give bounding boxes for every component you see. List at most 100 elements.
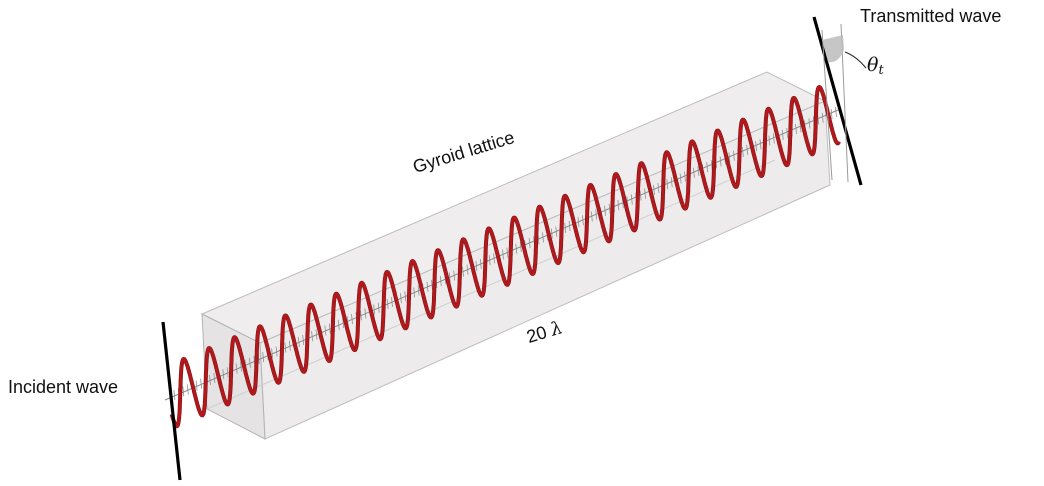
axis-tick — [400, 293, 402, 304]
axis-tick — [528, 238, 531, 249]
axis-tick — [755, 141, 757, 152]
axis-tick — [728, 152, 731, 163]
axis-tick — [448, 272, 451, 283]
axis-tick — [821, 112, 824, 123]
axis-tick — [404, 291, 407, 302]
axis-tick — [666, 179, 669, 190]
axis-tick — [337, 319, 340, 330]
angle-arc-shade — [822, 35, 844, 63]
axis-tick — [759, 139, 762, 150]
axis-tick — [222, 369, 225, 380]
propagation-axis — [164, 109, 839, 401]
axis-tick — [342, 317, 345, 328]
axis-tick — [195, 380, 198, 391]
axis-tick — [542, 232, 544, 243]
axis-tick — [417, 285, 420, 296]
axis-tick — [582, 215, 584, 226]
axis-tick — [515, 243, 518, 254]
axis-tick — [213, 372, 216, 384]
axis-tick — [679, 173, 682, 184]
axis-tick — [200, 378, 202, 389]
axis-tick — [439, 276, 442, 287]
axis-tick — [262, 352, 265, 363]
axis-tick — [741, 146, 744, 157]
transmission-angle-label: θt — [867, 54, 884, 78]
axis-tick — [453, 270, 456, 281]
transmitted-wave-label: Transmitted wave — [860, 6, 1002, 26]
axis-tick — [693, 167, 695, 178]
transmitted-wave-curve — [170, 85, 841, 428]
exit-interface-line — [812, 16, 863, 186]
axis-tick — [564, 222, 567, 233]
axis-tick — [271, 348, 273, 359]
axis-tick — [426, 281, 429, 292]
axis-tick — [209, 374, 211, 385]
axis-tick — [644, 188, 646, 199]
axis-tick — [502, 249, 504, 260]
axis-tick — [577, 217, 580, 228]
axis-tick — [466, 264, 469, 275]
axis-tick — [653, 184, 655, 195]
axis-tick — [733, 150, 735, 161]
axis-tick — [590, 211, 593, 222]
axis-tick — [284, 342, 287, 353]
angle-leader-line — [844, 51, 867, 69]
axis-tick — [360, 310, 362, 321]
axis-tick — [235, 363, 238, 374]
axis-tick — [746, 144, 749, 156]
axis-tick — [240, 361, 242, 372]
axis-tick — [706, 162, 709, 173]
axis-tick — [617, 200, 620, 211]
axis-tick — [173, 390, 176, 401]
theta-subscript: t — [878, 63, 884, 78]
axis-tick — [324, 325, 327, 336]
axis-tick — [830, 108, 833, 119]
axis-tick — [182, 386, 185, 397]
axis-tick — [328, 323, 331, 334]
axis-tick — [630, 194, 633, 205]
axis-tick — [781, 129, 784, 140]
axis-tick — [795, 124, 797, 135]
axis-tick — [493, 253, 495, 264]
axis-tick — [386, 298, 389, 309]
axis-tick — [488, 255, 491, 266]
axis-tick — [595, 209, 598, 220]
axis-tick — [373, 304, 376, 315]
axis-tick — [670, 177, 673, 188]
axis-tick — [302, 334, 305, 346]
axis-tick — [772, 133, 775, 144]
normal-line — [821, 29, 833, 181]
axis-tick — [639, 190, 642, 201]
axis-tick — [315, 329, 318, 340]
axis-tick — [479, 258, 482, 270]
axis-tick — [657, 182, 660, 194]
axis-tick — [462, 266, 464, 277]
incident-interface-line — [161, 321, 182, 481]
axis-tick — [475, 260, 478, 271]
axis-tick — [555, 226, 558, 237]
axis-tick — [186, 384, 189, 395]
axis-tick — [297, 336, 300, 347]
axis-tick — [604, 205, 606, 216]
axis-tick — [226, 367, 229, 378]
axis-tick — [684, 171, 686, 182]
axis-tick — [249, 357, 251, 368]
axis-tick — [719, 156, 722, 167]
incident-wave-label: Incident wave — [8, 377, 119, 397]
theta-symbol: θ — [867, 54, 879, 76]
axis-tick — [786, 127, 789, 138]
axis-tick — [413, 287, 416, 298]
axis-tick — [519, 241, 522, 252]
axis-tick — [377, 302, 380, 313]
axis-tick — [808, 118, 811, 129]
axis-tick — [799, 122, 802, 133]
axis-tick — [351, 314, 353, 325]
axis-tick — [550, 228, 553, 239]
axis-tick — [697, 165, 700, 176]
axis-tick — [768, 135, 771, 146]
axis-tick — [506, 247, 509, 258]
axis-tick — [289, 340, 291, 351]
axis-tick — [364, 308, 367, 319]
